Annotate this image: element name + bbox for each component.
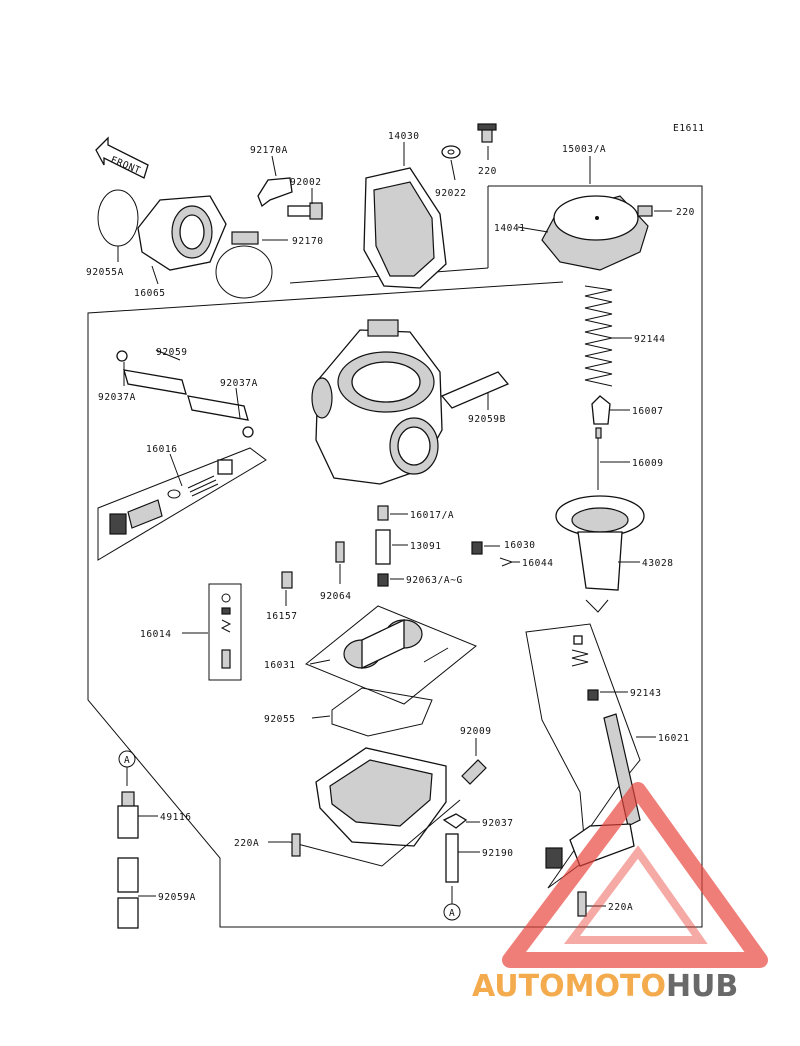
label-14030: 14030 [388,131,420,142]
watermark-automoto: AUTOMOTO [472,969,666,1004]
clip-92037a-right [242,426,254,438]
screw-92064 [335,541,345,563]
label-92143: 92143 [630,688,662,699]
tube-92059b [440,371,510,409]
label-92059: 92059 [156,347,188,358]
leader-lines [117,142,672,907]
label-92037a-left: 92037A [98,392,136,403]
label-92059a: 92059A [158,892,196,903]
label-92022: 92022 [435,188,467,199]
callout-a-bottom-label: A [449,908,455,919]
float-bowl [315,747,447,847]
label-16030: 16030 [504,540,536,551]
label-92063: 92063/A~G [406,575,463,586]
tube-92059 [123,369,249,421]
label-92170: 92170 [292,236,324,247]
clip-92037 [442,813,468,829]
box-16021 [525,623,641,889]
callout-a-top: A [118,750,136,786]
holder-16007 [591,395,611,425]
label-92002: 92002 [290,177,322,188]
front-arrow-icon: FRONT [95,136,149,179]
screw-220a-right [577,891,587,917]
jet-16017a [377,505,389,521]
label-16021: 16021 [658,733,690,744]
label-43028: 43028 [642,558,674,569]
label-92059b: 92059B [468,414,506,425]
diaphragm-43028 [555,495,645,613]
clamp-92170a [257,177,323,220]
assembly-boundary [87,185,703,928]
callout-a-top-label: A [124,755,130,766]
box-16014 [208,583,242,681]
top-cover-14041 [541,195,649,271]
main-jet-92063 [377,573,389,587]
watermark-logo: AUTOMOTOHUB [472,782,768,1004]
o-ring-92055a [97,189,139,247]
label-220a-right: 220A [608,902,633,913]
screw-220a-left [291,833,301,857]
diagram-id: E1611 [673,123,705,134]
screw-220-right [637,205,653,217]
label-49116: 49116 [160,812,192,823]
holder-16065 [137,195,227,271]
box-16016 [97,447,267,561]
screw-92009 [461,759,487,785]
spring-16044 [499,557,514,567]
label-220-top: 220 [478,166,497,177]
washer-92022 [441,145,461,159]
label-16014: 16014 [140,629,172,640]
part-49116 [117,791,139,839]
spring-92144 [584,285,613,387]
label-16007: 16007 [632,406,664,417]
screw-220-top [477,123,497,143]
label-92009: 92009 [460,726,492,737]
jet-needle-16009 [595,427,602,490]
svg-text:AUTOMOTOHUB: AUTOMOTOHUB [472,969,738,1004]
tube-92059a [117,857,139,929]
label-92055: 92055 [264,714,296,725]
label-16044: 16044 [522,558,554,569]
cover-14030 [363,167,447,289]
watermark-hub: HUB [666,969,738,1004]
label-13091: 13091 [410,541,442,552]
valve-16014 [220,593,232,669]
label-92144: 92144 [634,334,666,345]
label-16016: 16016 [146,444,178,455]
carburetor-body [311,319,443,485]
label-92055a: 92055A [86,267,124,278]
clamp-band-92170 [215,231,273,299]
label-15003a: 15003/A [562,144,606,155]
label-92190: 92190 [482,848,514,859]
float-16031 [343,618,449,670]
label-14041: 14041 [494,223,526,234]
starter-16021 [545,635,641,869]
plug-16030 [471,541,483,555]
label-92170a: 92170A [250,145,288,156]
label-92037a-right: 92037A [220,378,258,389]
label-220a-left: 220A [234,838,259,849]
label-16009: 16009 [632,458,664,469]
label-220-right: 220 [676,207,695,218]
jet-16157 [281,571,293,589]
pilot-screw-16016 [109,459,233,535]
label-16065: 16065 [134,288,166,299]
gasket-92055 [331,687,433,737]
box-float-bowl [289,799,461,867]
needle-jet-13091 [375,529,391,565]
label-16031: 16031 [264,660,296,671]
tube-92190 [445,833,459,883]
label-92064: 92064 [320,591,352,602]
clip-92037a-left [116,350,128,362]
label-16157: 16157 [266,611,298,622]
box-16031 [305,605,477,705]
callout-a-bottom: A [443,886,461,921]
label-92037: 92037 [482,818,514,829]
label-16017a: 16017/A [410,510,454,521]
